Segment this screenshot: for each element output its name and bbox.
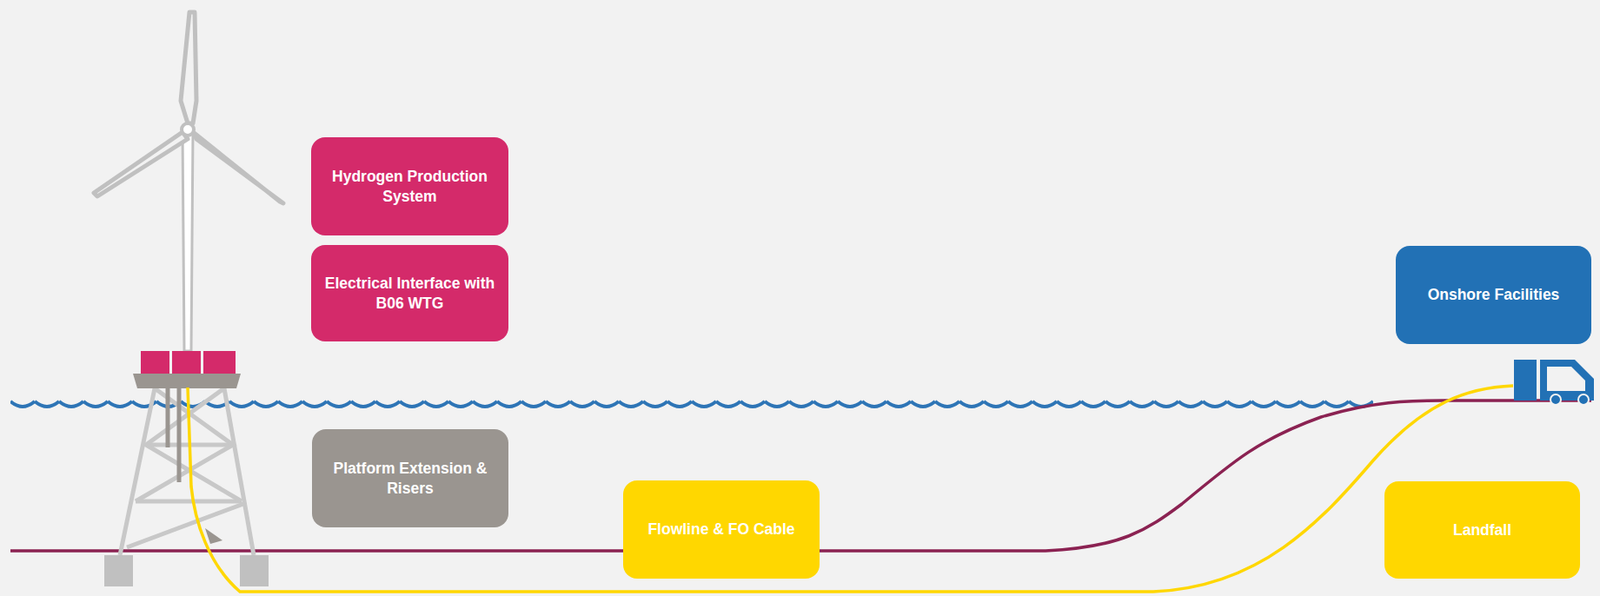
platform-deck xyxy=(132,373,241,389)
system-box: Landfall xyxy=(1384,481,1581,579)
hydrogen-module xyxy=(203,351,236,374)
riser xyxy=(165,388,171,448)
system-box: Onshore Facilities xyxy=(1395,245,1592,345)
cable-clamp xyxy=(205,528,223,545)
fo-cable xyxy=(187,385,1514,592)
box-label: Platform Extension & Risers xyxy=(324,458,497,499)
riser xyxy=(177,388,182,483)
truck-icon xyxy=(1513,359,1594,405)
hydrogen-module xyxy=(172,351,201,374)
system-box: Electrical Interface with B06 WTG xyxy=(311,245,509,342)
system-box: Platform Extension & Risers xyxy=(312,429,509,528)
system-box: Hydrogen Production System xyxy=(311,137,509,236)
hydrogen-module xyxy=(140,351,170,374)
jacket-structure xyxy=(119,388,254,556)
foundation-foot xyxy=(104,555,133,587)
box-label: Flowline & FO Cable xyxy=(647,519,795,540)
box-label: Onshore Facilities xyxy=(1427,285,1561,306)
foundation-foot xyxy=(239,555,269,587)
system-box: Flowline & FO Cable xyxy=(623,480,820,579)
box-label: Electrical Interface with B06 WTG xyxy=(323,273,497,314)
box-label: Landfall xyxy=(1453,520,1512,541)
wind-turbine xyxy=(93,12,284,352)
box-label: Hydrogen Production System xyxy=(323,166,497,207)
